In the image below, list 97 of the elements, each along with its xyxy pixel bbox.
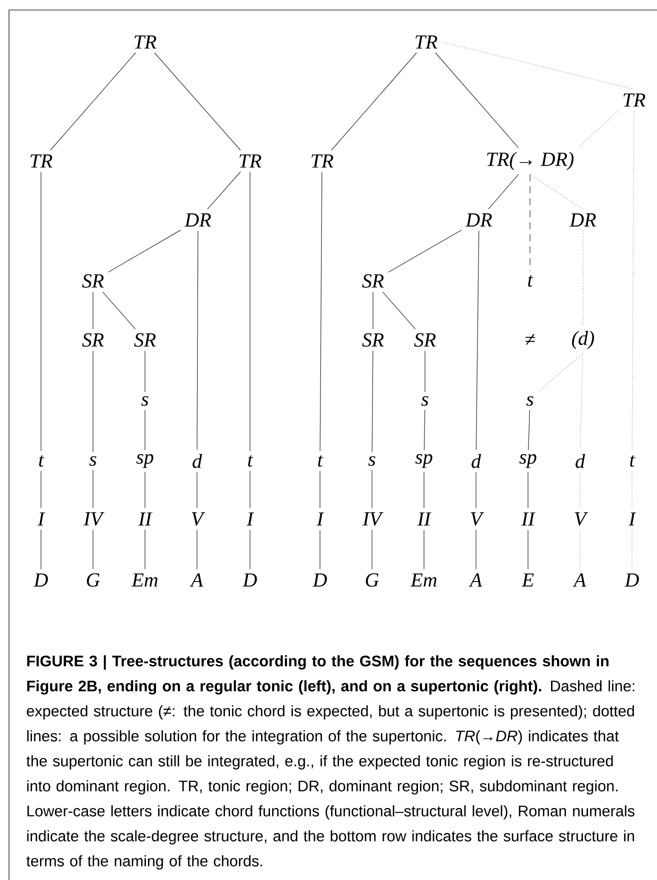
tree-branch [435,52,519,148]
tree-branch [424,410,426,450]
tree-branch [92,470,94,508]
tree-label: A [572,573,586,587]
tree-label: DR [569,213,596,227]
tree-label: D [242,573,257,587]
tree-branch [144,350,146,392]
tree-branch [528,410,530,450]
tree-label: V [192,512,206,526]
tree-label: IV [362,512,384,526]
tree-branch [372,350,374,452]
tree-branch [144,410,146,450]
tree-branch [144,529,146,570]
tree-label: s [421,396,428,406]
tree-branch [102,292,136,330]
tree-label: TR(→ DR) [487,152,574,170]
tree-label: s [141,396,148,406]
tree-branch [196,472,198,508]
tree-label: II [521,512,536,526]
tree-label: TR [624,93,646,107]
tree-branch [320,171,322,452]
tree-branch [196,530,198,570]
tree-branch [108,230,181,272]
tree-branch [476,230,480,450]
tree-branch [196,230,198,450]
tree-label: SR [414,333,436,347]
tree-branch [582,230,584,328]
tree-branch [580,352,583,450]
tree-label: TR [416,35,438,49]
tree-label: sp [415,454,432,468]
tree-label: t [39,455,44,467]
tree-label: d [192,454,202,468]
tree-label: A [190,573,204,587]
tree-label: SR [82,274,104,288]
tree-label: SR [362,333,384,347]
tree-branch [40,529,42,570]
tree-label: TR [30,154,52,168]
tree-label: s [526,396,534,406]
tree-label: I [38,512,46,526]
tree-label: t [318,455,324,467]
tree-label: A [468,573,482,587]
tree-branch [40,470,42,509]
tree-label: d [472,454,482,468]
figure-caption: FIGURE 3 | Tree-structures (according to the GSM) for the sequences shown in Figure 2B, ending on a regular tonic (left), and on a supertonic (right). Dashed line: expected structure (≠: the tonic chord is expected, but a supertonic is presented); dotted lines: a possible solution for the integration of the supertonic. TR(→DR) indicates that the supertonic can still be integrated, e.g., if the expected tonic region is re-structured into dominant region. TR, tonic region; DR, dominant region; SR, subdominant region. Lower-case letters indicate chord functions (functional–structural level), Roman numerals indicate the scale-degree structure, and the bottom row indicates the surface structure in terms of the naming of the chords. [26,655,634,870]
tree-label: G [366,573,379,587]
tree-label: d [576,454,586,468]
tree-label: s [89,456,96,466]
tree-label: t [630,455,636,467]
tree-label: I [628,512,636,526]
tree-label: DR [465,213,492,227]
tree-label: SR [134,333,156,347]
tree-label: Em [410,573,436,587]
tree-label: V [574,512,588,526]
tree-label: sp [519,454,536,468]
tree-label: Em [131,573,158,587]
tree-label: TR [134,35,156,49]
tree-branch [530,174,584,210]
tree-label: ≠ [526,334,535,345]
tree-branch [488,174,519,210]
tree-label: II [138,512,152,526]
tree-branch [92,292,94,330]
tree-label: E [522,573,534,587]
tree-label: sp [136,454,154,468]
tree-label: V [470,512,484,526]
tree-label: s [368,456,376,466]
tree-label: D [312,573,327,587]
tree-branch [632,110,634,452]
tree-label: D [624,573,639,587]
tree-label: I [246,512,254,526]
tree-label: G [86,573,100,587]
tree-branch [442,42,634,90]
tree-branch [424,350,426,392]
tree-branch [388,230,462,272]
tree-label: TR [312,154,334,168]
tree-label: (d) [572,330,594,350]
tree-branch [92,530,94,570]
tree-label: t [528,275,534,287]
tree-branch [92,350,94,452]
tree-branch [382,292,416,330]
tree-branch [50,52,136,151]
tree-label: SR [82,333,104,347]
tree-label: DR [184,213,211,227]
tree-branch [40,171,42,452]
tree-branch [372,292,374,330]
tree-branch [154,52,241,151]
tree-branch [538,352,584,392]
tree-label: II [417,512,432,526]
tree-label: t [248,455,254,467]
tree-branch [578,110,618,148]
tree-label: TR [240,154,262,168]
tree-label: D [34,573,48,587]
tree-label: SR [362,274,384,288]
tree-branch [331,52,417,151]
tree-label: I [316,512,324,526]
tree-branch [207,171,241,210]
tree-label: IV [83,512,104,526]
tree-branch [144,472,146,509]
